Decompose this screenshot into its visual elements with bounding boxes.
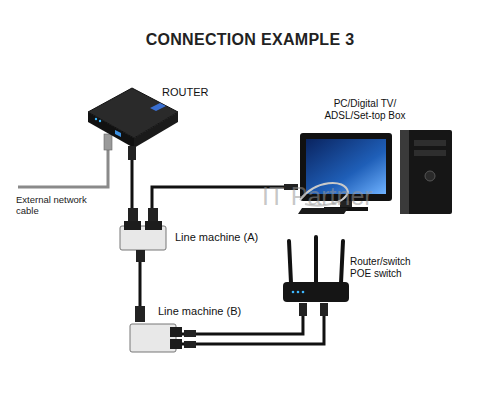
device-label: ROUTER [162,86,222,99]
cable-note: External network cable [16,194,90,217]
router-device: ROUTER [82,80,186,148]
poe-switch-device: Router/switch POE switch [280,236,352,304]
watermark: IT Partner [262,181,422,211]
external-cable [18,140,108,187]
device-label: Line machine (A) [175,231,275,244]
device-label: PC/Digital TV/ ADSL/Set-top Box [320,98,410,122]
diagram-title: CONNECTION EXAMPLE 3 [0,31,500,49]
line-splitter: Line machine (B) [128,322,180,352]
splitter-symbol [120,208,166,262]
switch-symbol [283,237,349,316]
line-splitter: Line machine (A) [118,222,168,250]
device-label: Router/switch POE switch [350,256,430,280]
device-label: Line machine (B) [158,305,258,318]
rj45-plug [128,146,136,160]
rj45-plug [104,134,112,150]
